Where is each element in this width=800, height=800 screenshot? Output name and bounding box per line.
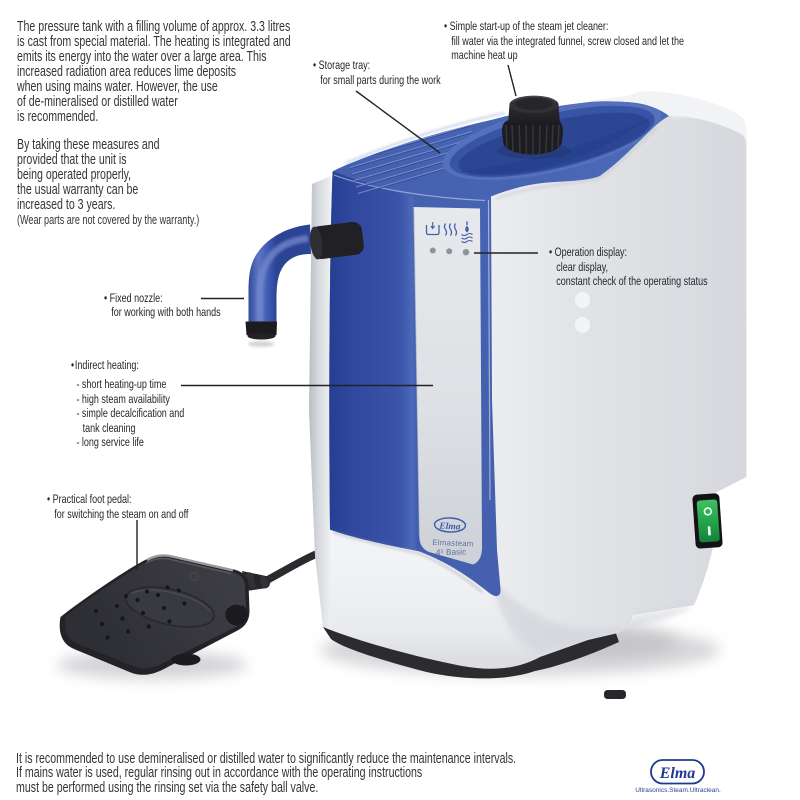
svg-text:Elma: Elma xyxy=(438,522,461,533)
svg-text:Elmasteam: Elmasteam xyxy=(432,538,474,548)
svg-text:4⁵ Basic: 4⁵ Basic xyxy=(436,548,466,558)
svg-text:Elma: Elma xyxy=(659,765,696,782)
svg-text:Ultrasonics.Steam.Ultraclean.: Ultrasonics.Steam.Ultraclean. xyxy=(635,787,721,794)
